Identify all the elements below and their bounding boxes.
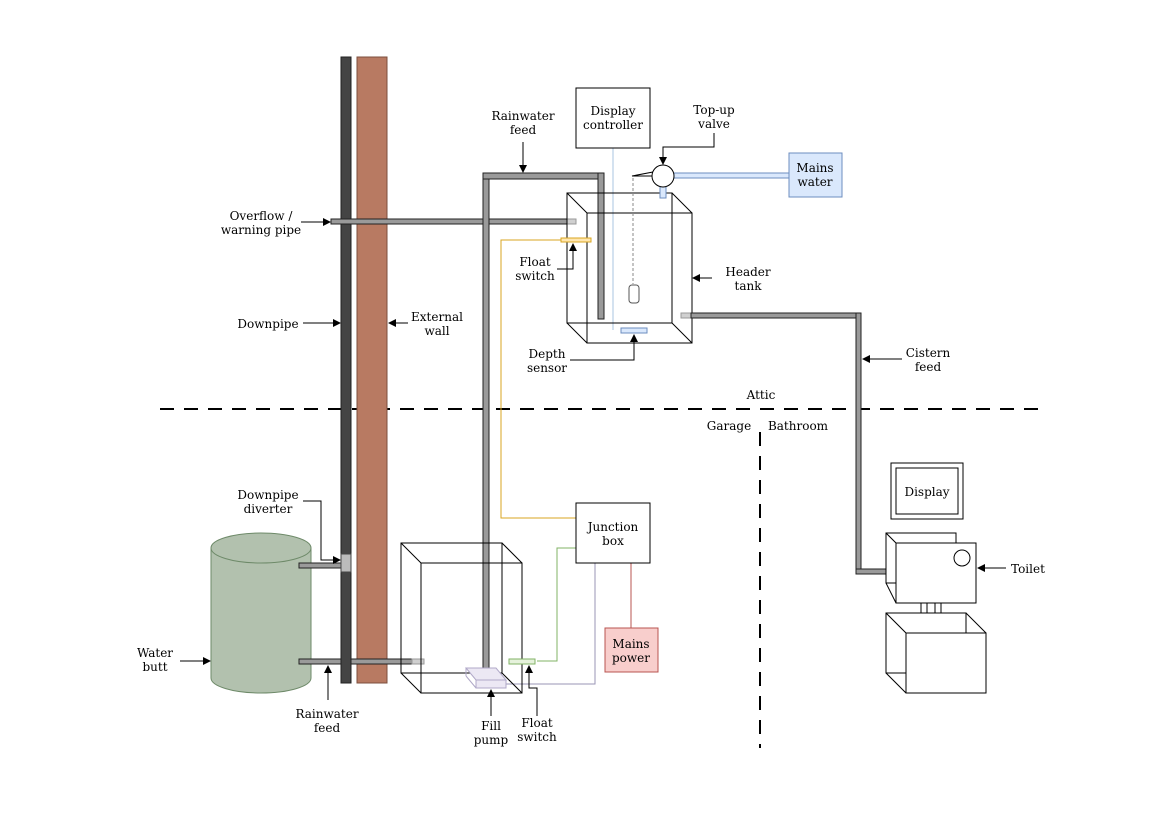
junction-box-label-line1: Junction: [586, 520, 639, 534]
header-tank-label-line2: tank: [735, 279, 763, 293]
external-wall-label-line1: External: [411, 310, 463, 324]
header-tank: [566, 192, 693, 344]
display-box-inner: [895, 467, 959, 515]
float-switch-top-label-line1: Float: [519, 255, 551, 269]
rainwater-feed-bottom-label-line1: Rainwater: [295, 707, 358, 721]
fill-pump-label-line2: pump: [474, 733, 509, 747]
garage-tank: [400, 542, 523, 694]
external-wall: [356, 56, 388, 684]
valve-outlet: [659, 185, 667, 199]
water-butt: [210, 532, 312, 694]
topup-valve-arrow: [659, 133, 715, 165]
float-switch-bottom-arrow: [525, 665, 538, 716]
float-switch-bottom-label-line2: switch: [517, 730, 557, 744]
water-butt-label-line2: butt: [142, 660, 167, 674]
display-controller-label-line1: Display: [590, 104, 635, 118]
mains-power-label-line2: power: [612, 651, 650, 665]
flush-button: [953, 549, 971, 567]
cistern-feed-horizontal-pipe: [690, 312, 862, 319]
overflow-label-line2: warning pipe: [221, 223, 301, 237]
display-controller-box: [575, 87, 651, 149]
depth-sensor-label-line2: sensor: [527, 361, 567, 375]
purple-wire: [505, 563, 596, 685]
depth-sensor: [620, 327, 648, 334]
diverter-pipe: [298, 562, 344, 569]
toilet: [885, 532, 987, 694]
rainwater-feed-top-label-line1: Rainwater: [491, 109, 554, 123]
mains-power-label-line1: Mains: [612, 637, 649, 651]
display-controller-label-line2: controller: [583, 118, 643, 132]
arrows: [180, 133, 1006, 716]
junction-box: [575, 502, 651, 564]
depth-sensor-arrow: [570, 334, 638, 361]
topup-valve: [651, 164, 675, 188]
cistern-feed-label-line2: feed: [915, 360, 942, 374]
valve-float: [628, 284, 640, 304]
butt-feed-pipe-end: [411, 658, 425, 665]
rainwater-feed-horizontal-pipe: [482, 172, 605, 180]
downpipe-diverter-label-line1: Downpipe: [237, 488, 298, 502]
float-switch-bottom-label-line1: Float: [521, 716, 553, 730]
downpipe-diverter-label-line2: diverter: [244, 502, 293, 516]
rainwater-feed-bottom-label-line2: feed: [314, 721, 341, 735]
overflow-pipe-end: [566, 218, 577, 225]
mains-water-box: [788, 152, 843, 198]
fill-pump-label-line1: Fill: [481, 719, 501, 733]
bathroom-label: Bathroom: [768, 419, 829, 433]
rainwater-feed-vertical-pipe: [482, 173, 490, 675]
cistern-feed-vertical-pipe: [855, 312, 862, 575]
header-float-switch: [560, 237, 592, 243]
mains-water-label-line2: water: [797, 175, 832, 189]
external-wall-label-line2: wall: [424, 324, 449, 338]
float-switch-wire: [500, 239, 576, 519]
topup-valve-label-line1: Top-up: [693, 103, 735, 117]
attic-label: Attic: [746, 388, 776, 402]
butt-rainwater-feed-pipe: [298, 658, 413, 665]
downpipe: [340, 56, 352, 684]
downpipe-diverter: [340, 553, 352, 573]
topup-valve-label-line2: valve: [697, 117, 730, 131]
fill-pump: [464, 667, 508, 689]
downpipe-label: Downpipe: [237, 317, 298, 331]
float-switch-top-arrow: [557, 243, 577, 270]
float-switch-top-label-line2: switch: [515, 269, 555, 283]
display-label: Display: [904, 485, 949, 499]
garage-float-switch: [508, 658, 536, 665]
header-tank-label-line1: Header: [725, 265, 771, 279]
cistern-feed-label-line1: Cistern: [906, 346, 951, 360]
depth-sensor-label-line1: Depth: [529, 347, 566, 361]
mains-power-box: [604, 627, 659, 673]
mains-water-pipe: [673, 172, 790, 179]
water-butt-label-line1: Water: [137, 646, 173, 660]
downpipe-diverter-arrow: [303, 500, 341, 564]
mains-water-label-line1: Mains: [796, 161, 833, 175]
garage-label: Garage: [707, 419, 751, 433]
rainwater-feed-top-label-line2: feed: [510, 123, 537, 137]
overflow-pipe: [330, 218, 576, 225]
toilet-label: Toilet: [1011, 562, 1045, 576]
overflow-label-line1: Overflow /: [230, 209, 294, 223]
cistern-feed-outlet: [680, 312, 692, 319]
junction-box-label-line2: box: [602, 534, 624, 548]
green-wire: [537, 547, 576, 662]
valve-arm: [631, 171, 654, 177]
rainwater-feed-drop-pipe: [597, 172, 605, 320]
